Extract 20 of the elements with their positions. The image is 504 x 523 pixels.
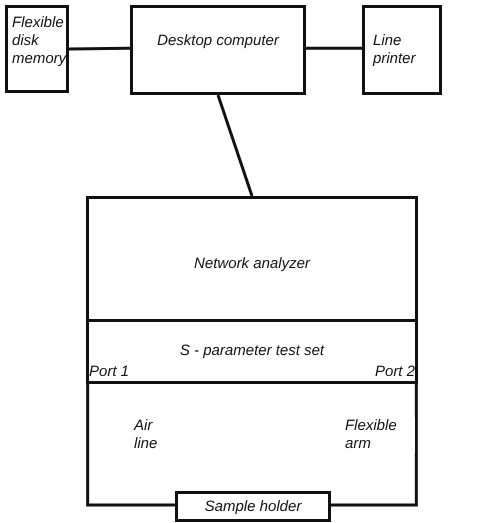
node-label: Sample holder — [204, 498, 303, 516]
connector-line — [86, 384, 175, 506]
connector-line — [331, 384, 418, 506]
printer-box — [362, 5, 442, 95]
analyzer-box — [86, 196, 418, 322]
sample-holder-box — [175, 491, 331, 522]
node-label: Desktop computer — [156, 32, 280, 50]
computer-box — [130, 5, 306, 95]
storage-box — [5, 5, 69, 93]
node-label: S - parameter test set — [178, 342, 326, 360]
node-label: Line printer — [373, 32, 417, 68]
test-set-box — [86, 319, 418, 384]
node-label: Flexible disk memory — [12, 14, 68, 68]
connector-line — [306, 46, 362, 50]
port-label: Port 2 — [374, 363, 415, 381]
edge-label: Flexible arm — [345, 417, 415, 453]
port-label: Port 1 — [89, 363, 130, 381]
node-label: Network analyzer — [193, 255, 312, 273]
connector-line — [216, 94, 254, 196]
connector-line — [68, 46, 130, 50]
